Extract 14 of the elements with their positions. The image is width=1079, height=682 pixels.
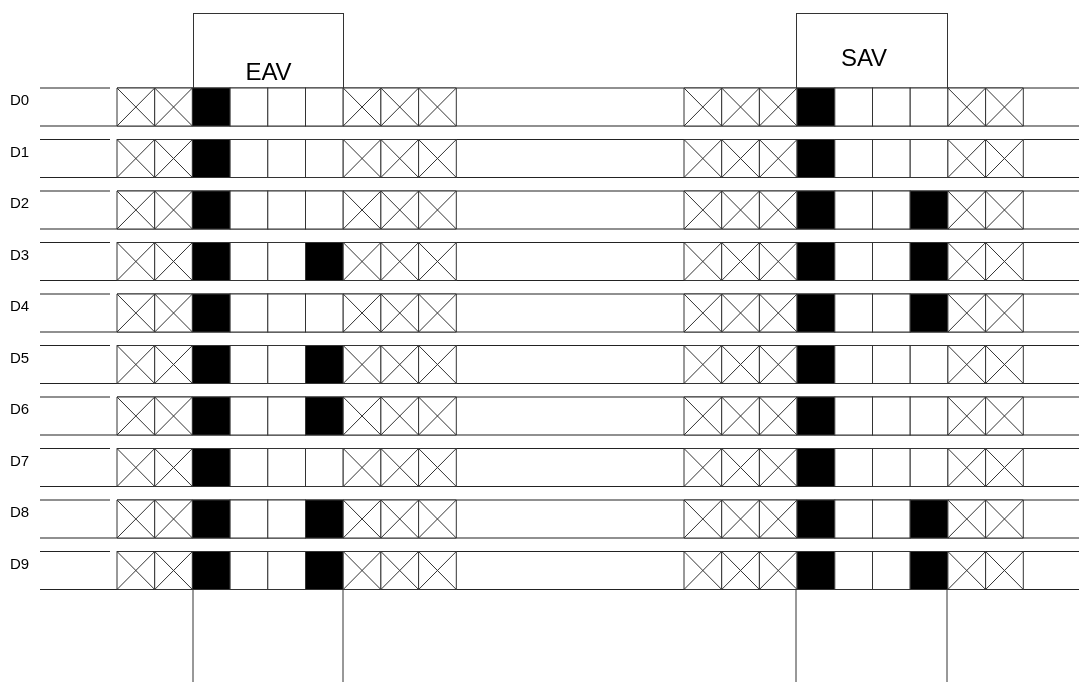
field-marker-box [193,13,344,88]
field-marker-box [796,13,948,88]
bit-label: D9 [10,554,30,573]
bit-label: D4 [10,297,30,315]
bit-label: D7 [10,451,30,470]
bit-label: D0 [10,91,30,109]
bit-label: D1 [10,142,30,161]
bit-label: D8 [10,503,30,521]
marker-label: SAV [839,44,889,72]
marker-label: EAV [244,58,293,86]
bit-label: D6 [10,400,30,418]
bit-label: D3 [10,245,30,264]
bit-label: D2 [10,194,30,212]
bit-label: D5 [10,348,30,367]
